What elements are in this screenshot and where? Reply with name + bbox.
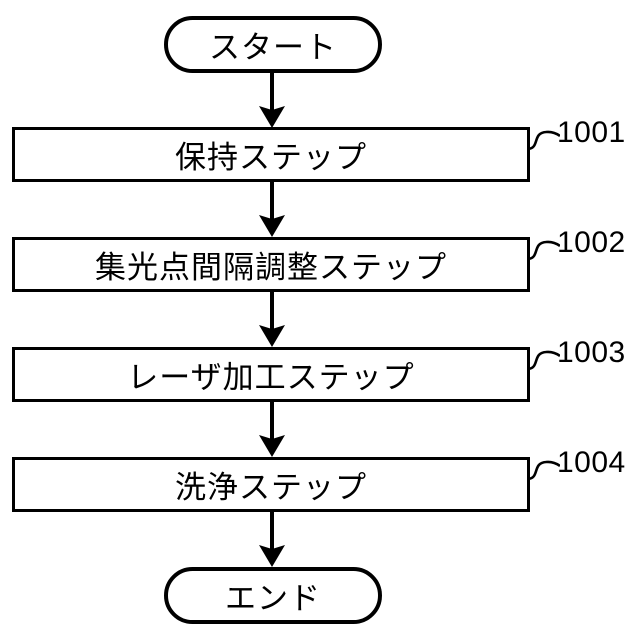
- ref-number-1002: 1002: [557, 226, 626, 259]
- flow-arrow-down-icon: [259, 511, 285, 567]
- flow-arrow-down-icon: [259, 401, 285, 457]
- process-label: レーザ加工ステップ: [127, 360, 415, 395]
- process-box-shukoten-step: 集光点間隔調整ステップ: [12, 237, 530, 292]
- process-label: 保持ステップ: [175, 140, 367, 175]
- process-box-laser-step: レーザ加工ステップ: [12, 347, 530, 402]
- flow-arrow-down-icon: [259, 72, 285, 128]
- leader-line: [528, 240, 560, 261]
- flow-arrow-down-icon: [259, 181, 285, 237]
- end-terminal: エンド: [164, 567, 382, 624]
- leader-line: [528, 130, 560, 151]
- process-label: 集光点間隔調整ステップ: [95, 250, 447, 285]
- start-label: スタート: [209, 30, 337, 65]
- process-box-hoji-step: 保持ステップ: [12, 127, 530, 182]
- process-label: 洗浄ステップ: [175, 470, 367, 505]
- ref-number-1001: 1001: [557, 116, 626, 149]
- flow-arrow-down-icon: [259, 291, 285, 347]
- end-label: エンド: [225, 581, 321, 616]
- ref-number-1003: 1003: [557, 336, 626, 369]
- start-terminal: スタート: [164, 16, 382, 73]
- leader-line: [528, 350, 560, 371]
- process-box-senjo-step: 洗浄ステップ: [12, 457, 530, 512]
- leader-line: [528, 460, 560, 481]
- ref-number-1004: 1004: [557, 446, 626, 479]
